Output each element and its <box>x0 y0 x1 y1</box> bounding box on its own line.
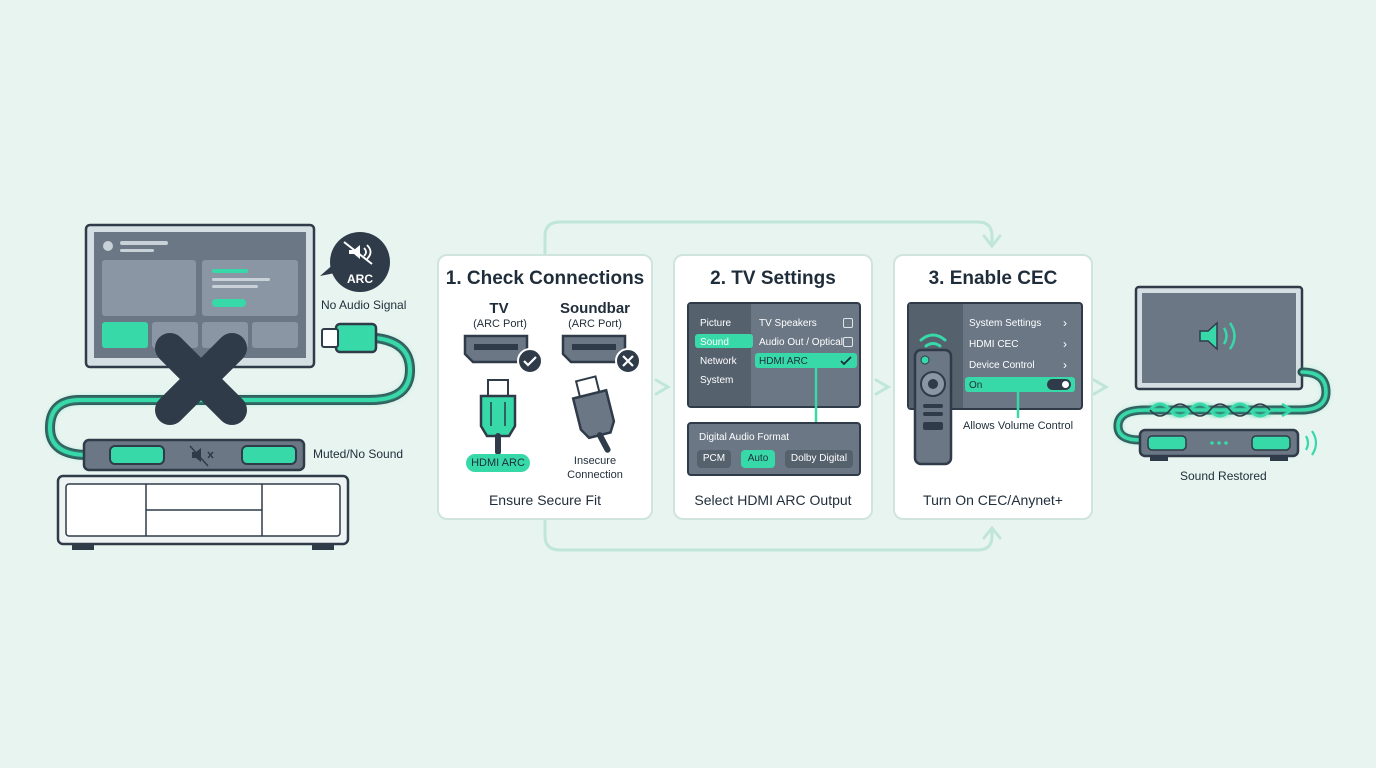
menu-system-settings[interactable]: System Settings <box>969 318 1042 329</box>
hdmi-plug-secure-icon <box>479 379 517 455</box>
format-dolby-button[interactable]: Dolby Digital <box>785 450 853 468</box>
cross-icon <box>615 348 641 374</box>
menu-item-picture[interactable]: Picture <box>700 318 732 329</box>
connection-illustration <box>463 334 641 455</box>
option-audio-out[interactable]: Audio Out / Optical <box>759 337 843 348</box>
chevron-right-icon: › <box>1063 316 1067 330</box>
step-footer: Turn On CEC/Anynet+ <box>923 492 1063 508</box>
left-tv <box>84 223 316 369</box>
remote-control-icon <box>913 348 953 466</box>
connector-line <box>814 364 818 424</box>
insecure-label-line1: Insecure <box>573 455 617 467</box>
menu-device-control[interactable]: Device Control <box>969 360 1035 371</box>
hdmi-plug-loose-icon <box>571 375 616 453</box>
check-icon <box>840 356 852 366</box>
audio-out-checkbox[interactable] <box>843 337 853 347</box>
step-title: 1. Check Connections <box>445 268 645 289</box>
sound-menu-panel: Picture Sound Network System TV Speakers… <box>687 302 861 408</box>
soundbar-label: Soundbar <box>560 300 630 317</box>
flow-connectors <box>543 220 1109 552</box>
format-title: Digital Audio Format <box>699 432 790 443</box>
insecure-label-line2: Connection <box>567 469 623 481</box>
menu-item-sound[interactable]: Sound <box>700 337 729 348</box>
step-title: 3. Enable CEC <box>928 268 1058 289</box>
tv-speakers-checkbox[interactable] <box>843 318 853 328</box>
soundbar-port-label: (ARC Port) <box>568 318 622 330</box>
cec-on-label: On <box>969 380 983 391</box>
format-pcm-button[interactable]: PCM <box>697 450 731 468</box>
step-footer: Select HDMI ARC Output <box>694 492 852 508</box>
remote-illustration <box>913 333 953 466</box>
connector-line <box>1016 392 1020 418</box>
format-auto-button[interactable]: Auto <box>741 450 775 468</box>
step-footer: Ensure Secure Fit <box>488 492 602 508</box>
chevron-right-icon: › <box>1063 358 1067 372</box>
arc-badge: ARC <box>347 272 373 286</box>
check-icon <box>517 348 543 374</box>
failure-x-icon <box>155 333 247 425</box>
cec-toggle[interactable] <box>1047 379 1071 390</box>
option-hdmi-arc[interactable]: HDMI ARC <box>759 356 808 367</box>
left-soundbar <box>82 438 306 472</box>
tv-label: TV <box>489 300 509 317</box>
step-check-connections: 1. Check Connections TV (ARC Port) Sound… <box>437 254 653 520</box>
right-tv <box>1134 285 1304 391</box>
hdmi-arc-tag: HDMI ARC <box>466 454 530 472</box>
right-cable <box>1113 367 1331 445</box>
step-enable-cec: 3. Enable CEC System Settings › HDMI CEC… <box>893 254 1093 520</box>
option-tv-speakers[interactable]: TV Speakers <box>759 318 817 329</box>
volume-control-note: Allows Volume Control <box>963 420 1074 432</box>
step-title: 2. TV Settings <box>710 268 836 289</box>
menu-hdmi-cec[interactable]: HDMI CEC <box>969 339 1019 350</box>
sound-restored-label: Sound Restored <box>1180 469 1267 483</box>
chevron-right-icon: › <box>1063 337 1067 351</box>
no-audio-label: No Audio Signal <box>321 298 407 312</box>
menu-item-system[interactable]: System <box>700 375 734 386</box>
menu-item-network[interactable]: Network <box>700 356 737 367</box>
tv-port-label: (ARC Port) <box>473 318 527 330</box>
digital-audio-format-panel: Digital Audio Format PCM Auto Dolby Digi… <box>687 422 861 476</box>
left-cabinet <box>56 474 350 550</box>
step-tv-settings: 2. TV Settings Picture Sound Network Sys… <box>673 254 873 520</box>
right-soundbar <box>1138 428 1318 461</box>
no-audio-bubble <box>320 232 390 292</box>
wifi-icon <box>919 333 947 348</box>
muted-label: Muted/No Sound <box>313 447 404 461</box>
